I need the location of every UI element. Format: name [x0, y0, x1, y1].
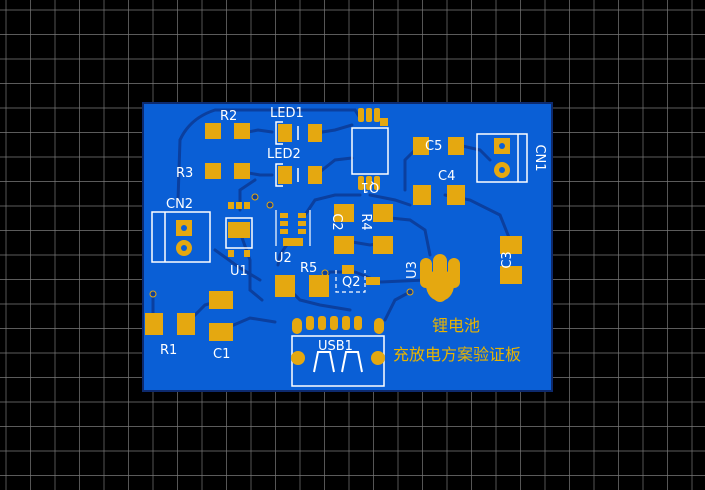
c3-pad-2 — [500, 266, 522, 284]
c4-label: C4 — [438, 169, 455, 184]
r1-label: R1 — [160, 343, 177, 358]
r2-pad-1 — [205, 123, 221, 139]
cn2-label: CN2 — [166, 197, 193, 212]
r4-label: R4 — [358, 213, 373, 230]
c3-label: C3 — [500, 251, 515, 268]
q1-label: Q1 — [361, 179, 380, 194]
r5-pad-1 — [275, 275, 295, 297]
q1: Q1 — [351, 108, 389, 194]
c1-pad-2 — [209, 323, 233, 341]
cn1-label: CN1 — [532, 144, 547, 171]
c3-pad-1 — [500, 236, 522, 254]
c5-label: C5 — [425, 139, 442, 154]
c2-pad-2 — [334, 236, 354, 254]
r1-pad-2 — [177, 313, 195, 335]
c4-pad-2 — [447, 185, 465, 205]
c5-pad-1 — [413, 137, 429, 155]
r2-pad-2 — [234, 123, 250, 139]
vias — [149, 193, 414, 298]
led2: LED2 — [267, 147, 322, 187]
u1-label: U1 — [230, 264, 248, 279]
r4-pad-1 — [373, 204, 393, 222]
led1-label: LED1 — [270, 106, 304, 121]
c2-label: C2 — [329, 213, 344, 230]
u2: U2 — [274, 210, 311, 266]
usb1-label: USB1 — [318, 339, 353, 354]
c5-pad-2 — [448, 137, 464, 155]
r3-pad-2 — [234, 163, 250, 179]
led1: LED1 — [270, 106, 322, 145]
r3-pad-1 — [205, 163, 221, 179]
led2-label: LED2 — [267, 147, 301, 162]
cn2: CN2 — [151, 197, 211, 263]
cn1: CN1 — [476, 133, 547, 183]
u2-label: U2 — [274, 251, 292, 266]
q2-label: Q2 — [342, 275, 361, 290]
r5-pad-2 — [309, 275, 329, 297]
r2-label: R2 — [220, 109, 237, 124]
c4-pad-1 — [413, 185, 431, 205]
usb1: USB1 — [291, 316, 385, 387]
c2-pad-1 — [334, 204, 354, 222]
q2: Q2 — [335, 265, 380, 293]
r3-label: R3 — [176, 166, 193, 181]
u3-label: U3 — [405, 261, 420, 279]
r5-label: R5 — [300, 261, 317, 276]
board-title-line1: 锂电池 — [432, 316, 480, 335]
u1: U1 — [225, 202, 253, 279]
c1-pad-1 — [209, 291, 233, 309]
u3: U3 — [405, 254, 460, 302]
r4-pad-2 — [373, 236, 393, 254]
r1-pad-1 — [145, 313, 163, 335]
c1-label: C1 — [213, 347, 230, 362]
board-title-line2: 充放电方案验证板 — [393, 345, 521, 364]
